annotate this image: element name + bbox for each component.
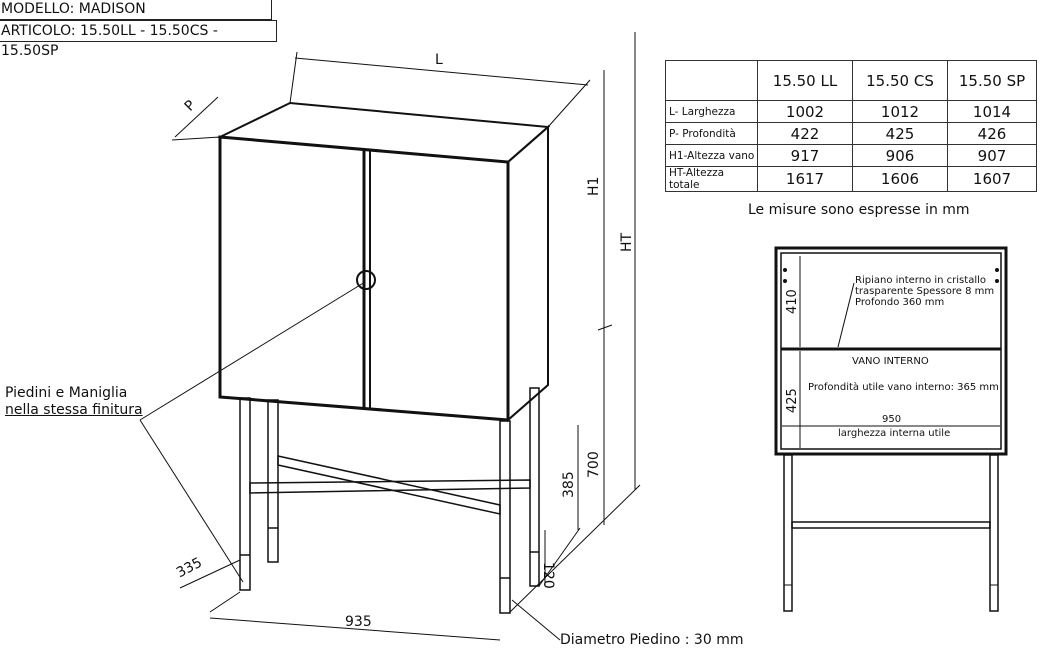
feet-note-line2: nella stessa finitura — [5, 402, 143, 418]
shelf-note-line1: Ripiano interno in cristallo — [855, 275, 986, 286]
article-label: ARTICOLO: 15.50LL - 15.50CS - 15.50SP — [0, 20, 277, 59]
table-cell: 1012 — [852, 100, 948, 123]
table-cell: 1617 — [757, 166, 853, 192]
table-header-cell — [665, 60, 758, 101]
table-cell: 425 — [852, 122, 948, 145]
dim-700: 700 — [586, 451, 602, 478]
model-label: MODELLO: MADISON — [0, 0, 272, 20]
dim-H1: H1 — [586, 176, 602, 196]
width-note: larghezza interna utile — [838, 428, 951, 439]
dim-L: L — [435, 52, 443, 68]
depth-note: Profondità utile vano interno: 365 mm — [808, 382, 999, 393]
table-cell: 917 — [757, 144, 853, 167]
cabinet-body — [216, 101, 551, 423]
table-header-row: 15.50 LL 15.50 CS 15.50 SP — [665, 60, 1037, 101]
feet-note-line1: Piedini e Maniglia — [5, 385, 128, 401]
dim-410: 410 — [785, 289, 800, 314]
legs — [239, 387, 540, 614]
units-note: Le misure sono espresse in mm — [748, 202, 970, 218]
handle-icon — [356, 270, 376, 290]
row-label: P- Profondità — [665, 122, 758, 145]
dim-950: 950 — [882, 414, 902, 425]
table-row: HT-Altezza totale 1617 1606 1607 — [665, 166, 1037, 192]
table-cell: 1002 — [757, 100, 853, 123]
dimension-lines — [139, 32, 641, 641]
dim-HT: HT — [619, 232, 635, 252]
table-cell: 1014 — [947, 100, 1037, 123]
table-cell: 422 — [757, 122, 853, 145]
vano-interno-label: VANO INTERNO — [852, 356, 929, 367]
table-cell: 1606 — [852, 166, 948, 192]
row-label: H1-Altezza vano — [665, 144, 758, 167]
table-cell: 907 — [947, 144, 1037, 167]
table-row: H1-Altezza vano 917 906 907 — [665, 144, 1037, 167]
dim-120: 120 — [540, 562, 556, 589]
table-header-cell: 15.50 SP — [947, 60, 1037, 101]
table-cell: 1607 — [947, 166, 1037, 192]
table-header-cell: 15.50 LL — [757, 60, 853, 101]
section-drawing — [774, 246, 1008, 612]
shelf-note-line2: trasparente Spessore 8 mm — [855, 286, 995, 297]
table-row: P- Profondità 422 425 426 — [665, 122, 1037, 145]
dim-385: 385 — [561, 471, 577, 498]
foot-diameter-note: Diametro Piedino : 30 mm — [560, 632, 744, 648]
table-header-cell: 15.50 CS — [852, 60, 948, 101]
shelf-note-line3: Profondo 360 mm — [855, 297, 945, 308]
table-cell: 426 — [947, 122, 1037, 145]
row-label: L- Larghezza — [665, 100, 758, 123]
row-label: HT-Altezza totale — [665, 166, 758, 192]
dimensions-table: 15.50 LL 15.50 CS 15.50 SP L- Larghezza … — [665, 60, 1037, 192]
dim-935: 935 — [345, 614, 372, 630]
table-row: L- Larghezza 1002 1012 1014 — [665, 100, 1037, 123]
dim-425: 425 — [785, 388, 800, 413]
table-cell: 906 — [852, 144, 948, 167]
